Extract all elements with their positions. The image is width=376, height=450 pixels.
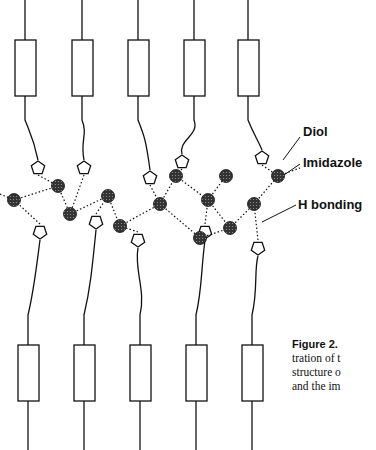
spacer-line [25,96,38,160]
imidazole-sphere [272,170,285,183]
imidazole-sphere [64,208,77,221]
spacer-line [137,248,142,345]
mesogen-rect [242,345,263,401]
diol-ring [251,242,264,255]
h-bond [14,186,58,200]
mesogen-rect [186,345,207,401]
chain-line [81,0,82,40]
spacer-line [82,96,84,160]
diol-ring [77,161,90,174]
imidazole-sphere [52,180,65,193]
spacer-line [138,96,150,170]
imidazole-sphere [202,194,215,207]
chain-line [195,401,196,450]
imidazole-sphere [114,220,127,233]
diol-ring [255,151,268,164]
chain-line [137,0,138,40]
diol-ring [33,226,46,239]
chain-line [83,401,84,450]
imidazole-sphere [8,194,21,207]
diol-ring [131,234,144,247]
diol-ring [31,161,44,174]
mesogen-rect [18,345,39,401]
caption-text: tration of t [292,352,341,365]
mesogen-rect [72,40,93,96]
mesogen-rect [130,345,151,401]
caption-text: Figure 2. [292,338,338,351]
chain-line [247,0,248,40]
h-bond [160,204,200,238]
chain-line [27,401,28,450]
chain-line [139,401,140,450]
diol-ring [175,155,188,168]
spacer-line [252,256,258,345]
mesogen-rect [128,40,149,96]
spacer-line [248,96,262,150]
caption-text: structure o [292,366,341,379]
spacer-line [84,230,96,345]
imidazole-sphere [248,198,261,211]
imidazole-sphere [154,198,167,211]
mesogen-rect [74,345,95,401]
spacer-line [28,240,40,345]
callout-label: H bonding [298,198,362,213]
callout-label: Imidazole [303,156,362,171]
imidazole-sphere [102,190,115,203]
mesogen-rect [15,40,36,96]
chain-line [251,401,252,450]
chain-line [193,0,194,40]
mesogen-rect [238,40,259,96]
diol-ring [143,171,156,184]
imidazole-sphere [220,170,233,183]
spacer-line [182,96,196,154]
mesogen-rect [184,40,205,96]
callout-label: Diol [303,125,328,140]
spacer-line [196,240,205,345]
diol-ring [89,216,102,229]
chain-line [24,0,25,40]
imidazole-sphere [170,170,183,183]
imidazole-sphere [224,222,237,235]
imidazole-sphere [194,232,207,245]
caption-text: and the im [292,380,341,393]
